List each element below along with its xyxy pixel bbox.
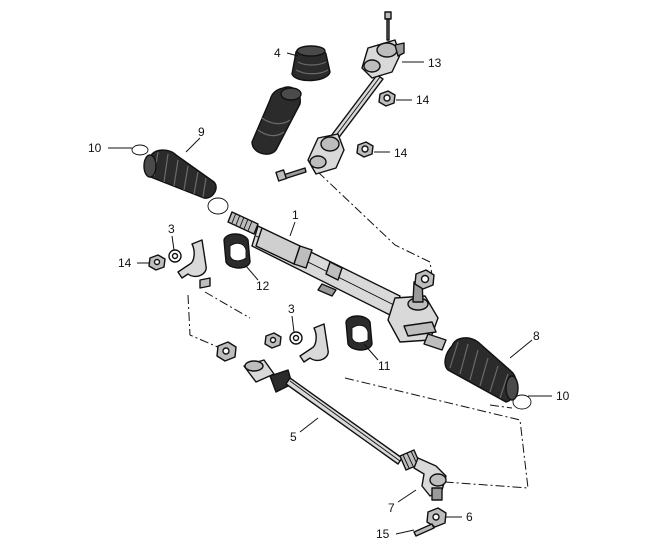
callout-1: 1: [292, 208, 299, 222]
callout-3-right: 3: [288, 302, 295, 316]
callout-10-right: 10: [556, 389, 570, 403]
callout-12: 12: [256, 279, 270, 293]
callout-10-left: 10: [88, 141, 102, 155]
split-pin: [413, 523, 435, 537]
nut-14-upper: [378, 90, 396, 107]
nut-14-right: [264, 332, 282, 349]
callout-14-left: 14: [118, 256, 132, 270]
callout-3-left: 3: [168, 222, 175, 236]
inner-tie-rod: [243, 359, 403, 465]
clamp-rubber-11: [345, 315, 373, 351]
clamp-rubber-12: [223, 233, 251, 269]
callout-5: 5: [290, 430, 297, 444]
callout-14-mid: 14: [394, 146, 408, 160]
nut-14-left: [148, 254, 166, 271]
callout-13: 13: [428, 56, 442, 70]
callout-14-upper: 14: [416, 93, 430, 107]
washer-3-right: [289, 331, 303, 345]
clamp-bracket-left: [177, 239, 211, 289]
leader-lines: [108, 52, 552, 535]
boot-clip-right: [512, 394, 532, 410]
callout-11: 11: [378, 359, 391, 373]
callout-15: 15: [376, 527, 390, 541]
boot-clip-left: [131, 144, 149, 156]
alignment-lines: [187, 171, 529, 489]
boot-clip-small: [207, 197, 229, 215]
right-rack-boot: [444, 337, 519, 403]
left-rack-boot: [143, 149, 217, 199]
track-rod-end: [399, 449, 447, 501]
pinion-nut: [414, 269, 435, 290]
callout-4: 4: [274, 46, 281, 60]
callout-7: 7: [388, 501, 395, 515]
nut-14-mid: [356, 141, 374, 158]
callout-9: 9: [198, 125, 205, 139]
rack-housing: [227, 211, 447, 351]
callout-numbers: 1 3 3 4 5 6 7 8 9 10 10 11 12 13 14 14 1…: [88, 46, 570, 541]
callout-8: 8: [533, 329, 540, 343]
column-grommet: [251, 45, 331, 155]
castle-nut: [426, 507, 447, 528]
nut-lower-left: [216, 341, 237, 362]
steering-shaft: [275, 11, 405, 182]
clamp-bracket-right: [299, 323, 329, 363]
washer-3-left: [168, 249, 182, 263]
callout-6: 6: [466, 510, 473, 524]
